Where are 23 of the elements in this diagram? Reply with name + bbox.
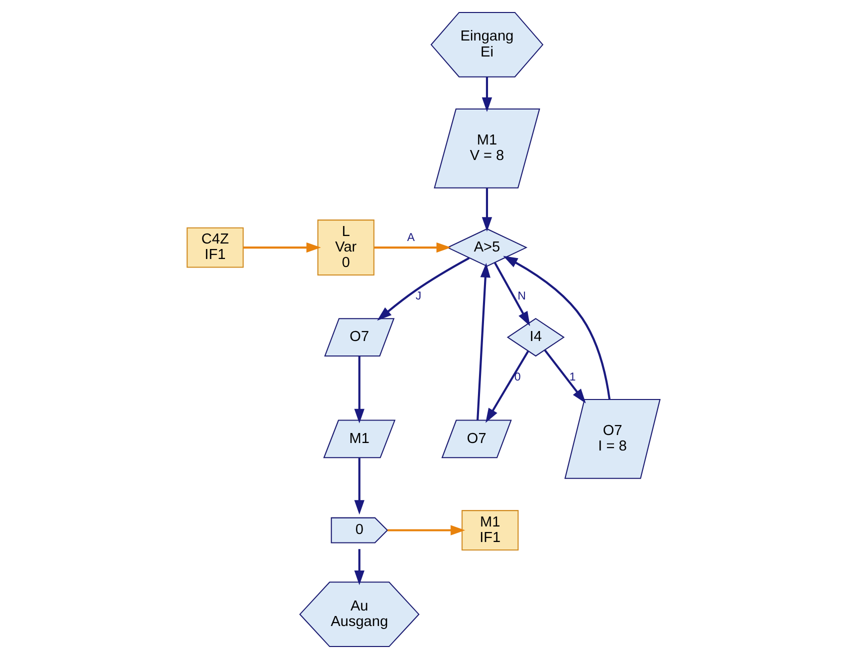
arrow	[354, 458, 364, 515]
arrow	[476, 262, 490, 420]
arrow	[502, 256, 610, 400]
node-box: C4Z IF1	[186, 227, 244, 268]
arrow	[544, 350, 586, 404]
arrow	[481, 188, 492, 232]
arrow	[386, 525, 465, 536]
node-box: M1 IF1	[461, 510, 518, 550]
arrow	[354, 549, 364, 586]
edge-label: A	[406, 232, 414, 244]
arrow	[242, 242, 320, 253]
node-diamond: I4	[506, 318, 564, 357]
arrow	[493, 262, 530, 326]
edge-label: 0	[514, 372, 520, 384]
arrow	[376, 257, 470, 321]
edge-label: J	[415, 290, 421, 303]
arrow	[485, 350, 528, 423]
node-box: L Var 0	[316, 220, 374, 276]
arrow	[481, 77, 492, 112]
arrow	[374, 242, 450, 253]
edge-label: N	[517, 290, 526, 303]
edge-label: 1	[568, 372, 576, 384]
arrow	[354, 356, 364, 424]
